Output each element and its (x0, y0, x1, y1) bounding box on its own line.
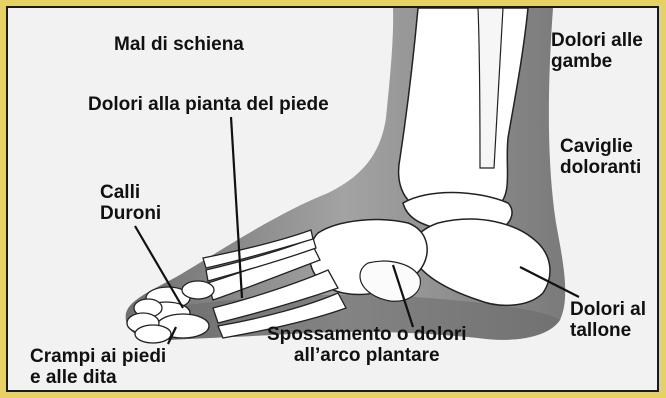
label-heel-pain: Dolori al tallone (570, 299, 646, 341)
label-sole-pain: Dolori alla pianta del piede (88, 94, 329, 115)
label-ankles: Caviglie doloranti (560, 136, 641, 178)
label-back-pain: Mal di schiena (114, 34, 244, 55)
label-leg-pain: Dolori alle gambe (551, 30, 643, 72)
illustration-panel: Mal di schiena Dolori alle gambe Dolori … (6, 6, 659, 392)
label-arch: Spossamento o dolori all’arco plantare (267, 324, 467, 366)
label-calluses: Calli Duroni (100, 182, 161, 224)
label-cramps: Crampi ai piedi e alle dita (30, 346, 166, 388)
